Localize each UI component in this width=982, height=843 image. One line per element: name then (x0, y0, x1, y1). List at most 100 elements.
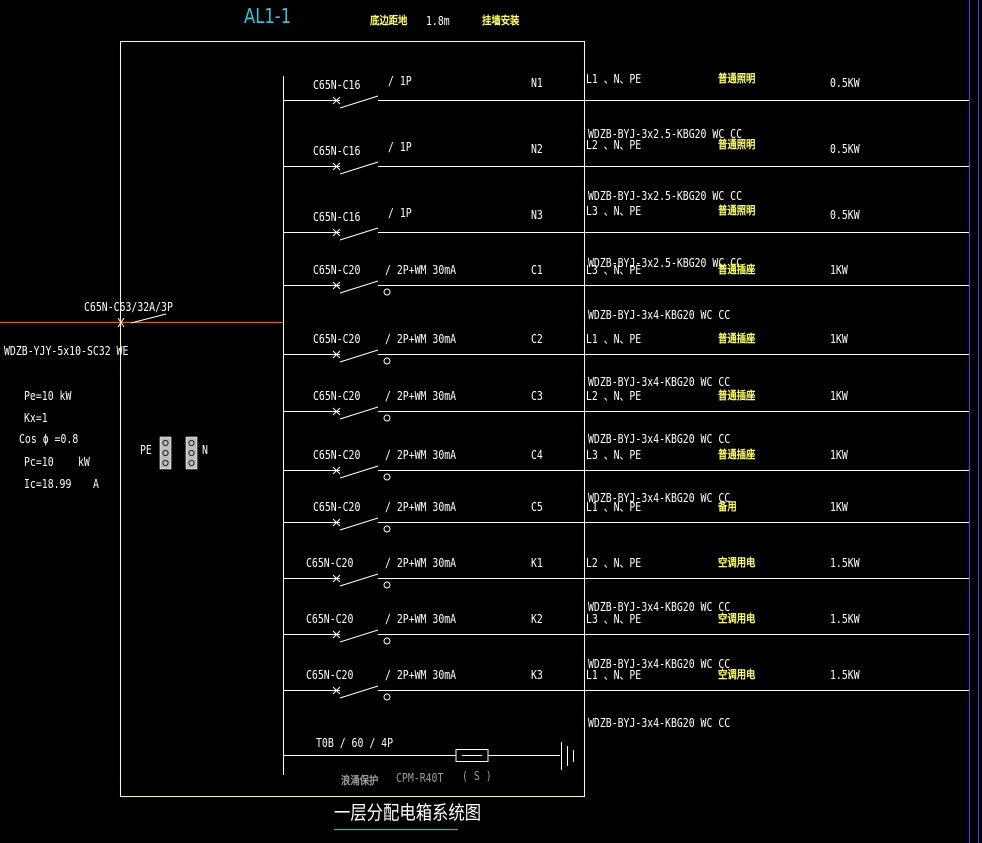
surge-mark: ( S ) (462, 769, 492, 783)
circuit-power: 1KW (830, 448, 848, 462)
circuit-breaker-label: C65N-C20 (313, 389, 361, 403)
circuit-poles-label: / 2P+WM 30mA (385, 263, 457, 277)
circuit-use: 普通插座 (718, 263, 756, 276)
circuit-power: 0.5KW (830, 142, 860, 156)
circuit-cable: WDZB-BYJ-3x4-KBG20 WC CC (588, 716, 731, 730)
circuit-breaker-x-2 (332, 350, 341, 359)
circuit-phase: L3 、N、PE (586, 612, 642, 626)
circuit-poles-label: / 1P (388, 140, 412, 154)
circuit-breaker-blade (339, 517, 379, 531)
circuit-breaker-blade (339, 629, 379, 643)
circuit-phase: L2 、N、PE (586, 138, 642, 152)
circuit-breaker-blade (339, 573, 379, 587)
circuit-poles-label: / 1P (388, 74, 412, 88)
circuit-id: C2 (531, 332, 543, 346)
circuit-cable: WDZB-BYJ-3x4-KBG20 WC CC (588, 600, 731, 614)
circuit-phase: L1 、N、PE (586, 72, 642, 86)
circuit-poles-label: / 2P+WM 30mA (385, 389, 457, 403)
circuit-breaker-x-2 (332, 686, 341, 695)
circuit-breaker-label: C65N-C20 (306, 556, 354, 570)
circuit-use: 空调用电 (718, 612, 756, 625)
circuit-poles-label: / 2P+WM 30mA (385, 612, 457, 626)
circuit-id: N2 (531, 142, 543, 156)
incoming-ic: Ic=18.99 (24, 477, 72, 491)
circuit-breaker-label: C65N-C16 (313, 210, 361, 224)
n-terminal-bar-terminal-1 (188, 449, 195, 457)
circuit-breaker-x-2 (332, 407, 341, 416)
circuit-use: 普通照明 (718, 204, 756, 217)
circuit-breaker-label: C65N-C20 (313, 263, 361, 277)
circuit-breaker-blade (339, 227, 379, 241)
incoming-cos: Cos ϕ =0.8 (19, 432, 79, 446)
incoming-pc: Pc=10 (24, 455, 54, 469)
diagram-title: 一层分配电箱系统图 (334, 802, 482, 824)
circuit-breaker-x-2 (332, 162, 341, 171)
circuit-id: N1 (531, 76, 543, 90)
circuit-id: K2 (531, 612, 543, 626)
circuit-cable: WDZB-BYJ-3x2.5-KBG20 WC CC (588, 189, 743, 203)
circuit-breaker-blade (339, 406, 379, 420)
circuit-id: C5 (531, 500, 543, 514)
circuit-power: 1KW (830, 263, 848, 277)
pe-bar-label: PE (140, 443, 152, 457)
circuit-power: 1KW (830, 500, 848, 514)
rcd-symbol (383, 288, 391, 296)
circuit-phase: L1 、N、PE (586, 332, 642, 346)
mount-note: 底边距地 (370, 14, 408, 27)
circuit-use: 普通照明 (718, 72, 756, 85)
circuit-use: 备用 (718, 500, 737, 513)
circuit-id: N3 (531, 208, 543, 222)
circuit-poles-label: / 2P+WM 30mA (385, 556, 457, 570)
circuit-breaker-x-2 (332, 466, 341, 475)
circuit-breaker-label: C65N-C16 (313, 78, 361, 92)
pe-terminal-bar-terminal-0 (162, 439, 169, 447)
incoming-breaker-mark-2 (117, 317, 125, 328)
circuit-cable: WDZB-BYJ-3x4-KBG20 WC CC (588, 432, 731, 446)
circuit-breaker-x-2 (332, 228, 341, 237)
circuit-breaker-label: C65N-C20 (306, 612, 354, 626)
circuit-use: 空调用电 (718, 556, 756, 569)
circuit-power: 1KW (830, 332, 848, 346)
circuit-cable: WDZB-BYJ-3x4-KBG20 WC CC (588, 657, 731, 671)
circuit-use: 普通插座 (718, 332, 756, 345)
circuit-breaker-label: C65N-C20 (313, 448, 361, 462)
circuit-phase: L3 、N、PE (586, 263, 642, 277)
incoming-breaker-blade (130, 313, 167, 324)
circuit-cable: WDZB-BYJ-3x2.5-KBG20 WC CC (588, 127, 743, 141)
rcd-symbol (383, 581, 391, 589)
circuit-breaker-x-2 (332, 518, 341, 527)
circuit-use: 空调用电 (718, 668, 756, 681)
circuit-poles-label: / 2P+WM 30mA (385, 448, 457, 462)
mount-type: 挂墙安装 (482, 14, 520, 27)
circuit-power: 1.5KW (830, 612, 860, 626)
pe-terminal-bar (159, 436, 172, 470)
circuit-phase: L2 、N、PE (586, 556, 642, 570)
incoming-kx: Kx=1 (24, 411, 48, 425)
circuit-cable: WDZB-BYJ-3x2.5-KBG20 WC CC (588, 256, 743, 270)
circuit-poles-label: / 2P+WM 30mA (385, 668, 457, 682)
circuit-breaker-blade (339, 349, 379, 363)
circuit-use: 普通插座 (718, 448, 756, 461)
circuit-breaker-x-2 (332, 281, 341, 290)
circuit-breaker-blade (339, 161, 379, 175)
n-terminal-bar (185, 436, 198, 470)
n-terminal-bar-terminal-2 (188, 459, 195, 467)
panel-id: AL1-1 (244, 4, 292, 28)
circuit-phase: L3 、N、PE (586, 204, 642, 218)
circuit-breaker-x-2 (332, 96, 341, 105)
circuit-cable: WDZB-BYJ-3x4-KBG20 WC CC (588, 491, 731, 505)
circuit-id: K1 (531, 556, 543, 570)
n-bar-label: N (202, 443, 208, 457)
circuit-use: 普通插座 (718, 389, 756, 402)
rcd-symbol (383, 637, 391, 645)
circuit-power: 1.5KW (830, 668, 860, 682)
circuit-poles-label: / 2P+WM 30mA (385, 332, 457, 346)
surge-note: 浪涌保护 (341, 774, 379, 787)
circuit-breaker-x-2 (332, 574, 341, 583)
panel-frame (120, 41, 585, 797)
rcd-symbol (383, 525, 391, 533)
circuit-id: C1 (531, 263, 543, 277)
circuit-phase: L2 、N、PE (586, 389, 642, 403)
incoming-pc-unit: kW (78, 455, 90, 469)
